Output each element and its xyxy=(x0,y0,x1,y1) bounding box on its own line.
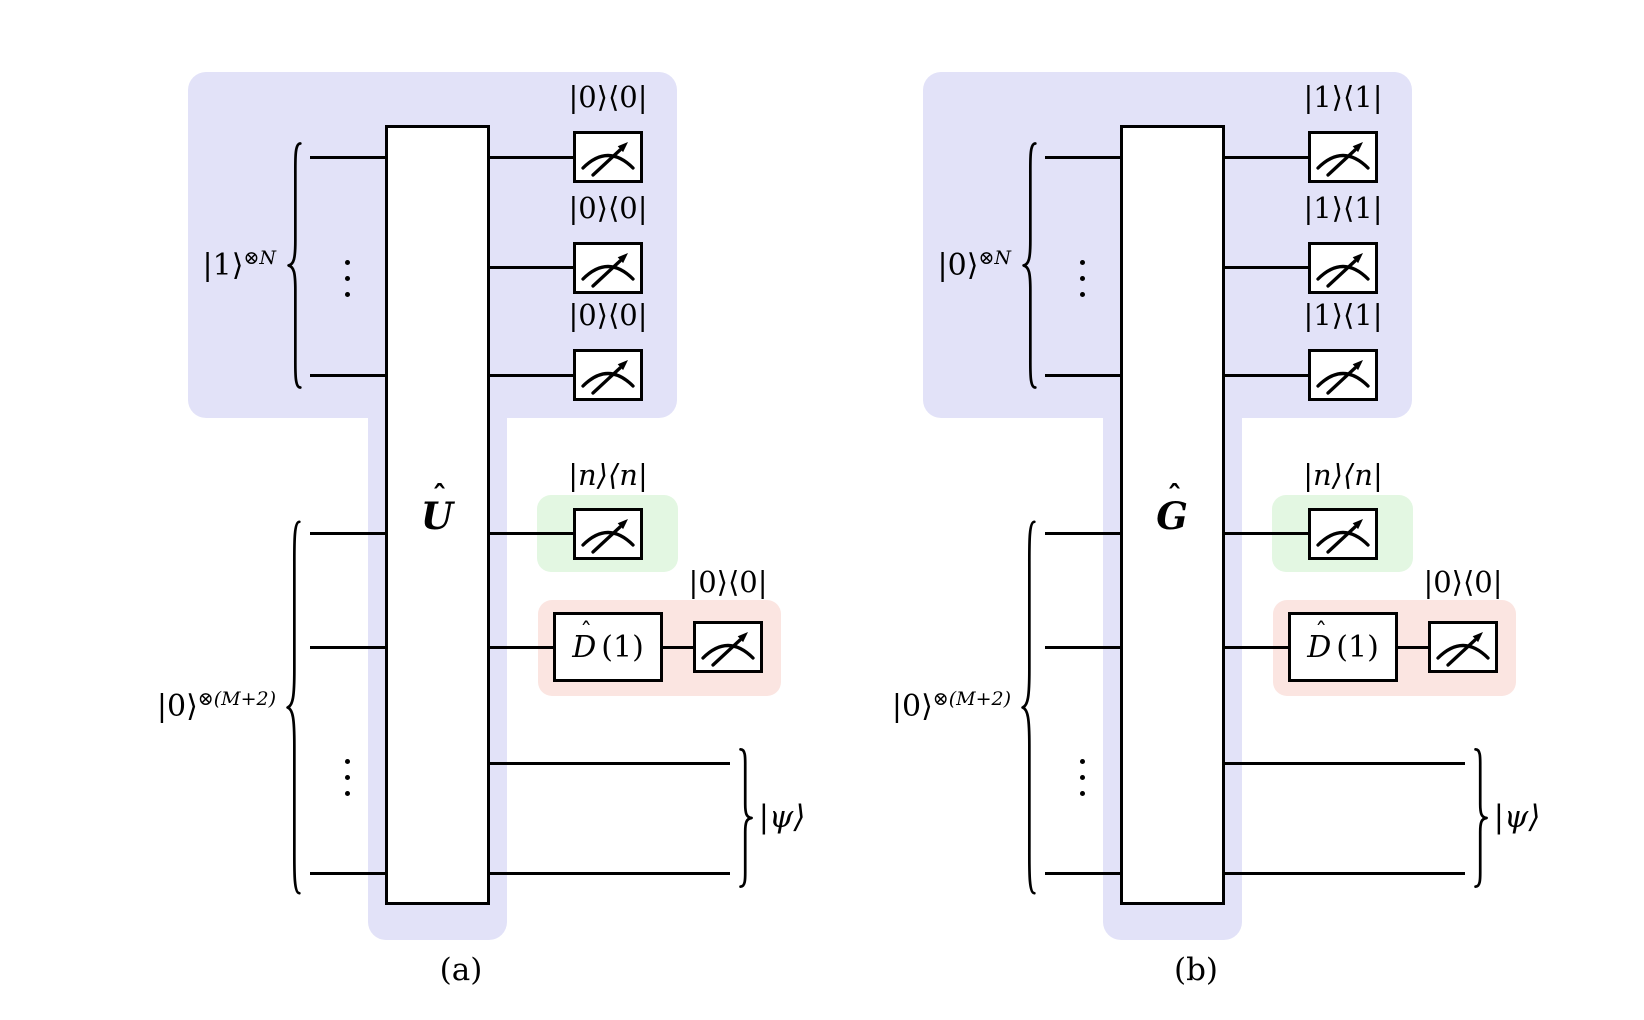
brace-output-state xyxy=(738,748,755,888)
number-projector-label: |n⟩⟨n| xyxy=(568,458,648,492)
vertical-ellipsis-dot xyxy=(345,775,350,780)
projector-label: |1⟩⟨1| xyxy=(1303,298,1383,332)
unitary-gate-box xyxy=(1120,125,1225,905)
wire-number-measurement xyxy=(1225,532,1308,535)
measurement-box xyxy=(573,131,643,183)
bottom-input-state-label: |0⟩⊗(M+2) xyxy=(891,688,1011,724)
wire-input-bottom-last xyxy=(1045,872,1120,875)
wire-input-top-1 xyxy=(1045,156,1120,159)
wire-output-psi-1 xyxy=(490,762,730,765)
wire-input-bottom-last xyxy=(310,872,385,875)
wire-displacement-out xyxy=(1398,646,1428,649)
number-measurement-box xyxy=(1308,508,1378,560)
brace-bottom-group xyxy=(1019,518,1037,897)
measurement-meter-icon xyxy=(581,519,635,554)
projector-label: |0⟩⟨0| xyxy=(568,80,648,114)
measurement-box xyxy=(1308,349,1378,401)
wire-input-bottom-2 xyxy=(1045,646,1120,649)
brace-bottom-group xyxy=(284,518,302,897)
projector-label: |0⟩⟨0| xyxy=(568,191,648,225)
number-measurement-box xyxy=(573,508,643,560)
wire-output-psi-1 xyxy=(1225,762,1465,765)
measurement-meter-icon xyxy=(581,253,635,288)
brace-top-group xyxy=(1020,141,1038,390)
output-state-label: |ψ⟩ xyxy=(1493,799,1541,835)
displacement-measurement-box xyxy=(693,621,763,673)
measurement-meter-icon xyxy=(1316,253,1370,288)
panel-caption: (b) xyxy=(1173,952,1219,988)
hat-accent: ˆ xyxy=(580,617,593,646)
vertical-ellipsis-dot xyxy=(1080,759,1085,764)
wire-displacement-in xyxy=(1225,646,1288,649)
vertical-ellipsis-dot xyxy=(1080,260,1085,265)
vertical-ellipsis-dot xyxy=(345,276,350,281)
brace-output-state xyxy=(1473,748,1490,888)
projector-label: |1⟩⟨1| xyxy=(1303,80,1383,114)
measurement-meter-icon xyxy=(1316,142,1370,177)
wire-output-top-3 xyxy=(1225,374,1308,377)
measurement-meter-icon xyxy=(581,142,635,177)
vertical-ellipsis-dot xyxy=(1080,791,1085,796)
wire-output-top-2 xyxy=(1225,266,1308,269)
measurement-meter-icon xyxy=(581,360,635,395)
brace-top-group xyxy=(285,141,303,390)
wire-number-measurement xyxy=(490,532,573,535)
displacement-measurement-box xyxy=(1428,621,1498,673)
measurement-box xyxy=(1308,242,1378,294)
output-state-label: |ψ⟩ xyxy=(758,799,806,835)
vertical-ellipsis-dot xyxy=(345,260,350,265)
top-input-state-label: |0⟩⊗N xyxy=(937,247,1011,283)
number-projector-label: |n⟩⟨n| xyxy=(1303,458,1383,492)
wire-input-bottom-2 xyxy=(310,646,385,649)
wire-displacement-out xyxy=(663,646,693,649)
hat-accent: ˆ xyxy=(1167,479,1182,515)
bottom-input-state-label: |0⟩⊗(M+2) xyxy=(156,688,276,724)
vertical-ellipsis-dot xyxy=(1080,276,1085,281)
vertical-ellipsis-dot xyxy=(1080,292,1085,297)
vertical-ellipsis-dot xyxy=(1080,775,1085,780)
vertical-ellipsis-dot xyxy=(345,292,350,297)
hat-accent: ˆ xyxy=(1315,617,1328,646)
wire-input-top-1 xyxy=(310,156,385,159)
vertical-ellipsis-dot xyxy=(345,791,350,796)
measurement-box xyxy=(1308,131,1378,183)
measurement-box xyxy=(573,242,643,294)
wire-input-bottom-1 xyxy=(1045,532,1120,535)
wire-output-psi-2 xyxy=(490,872,730,875)
wire-input-top-last xyxy=(310,374,385,377)
measurement-meter-icon xyxy=(1316,519,1370,554)
wire-input-top-last xyxy=(1045,374,1120,377)
projector-label: |0⟩⟨0| xyxy=(568,298,648,332)
top-input-state-label: |1⟩⊗N xyxy=(202,247,276,283)
wire-output-top-1 xyxy=(490,156,573,159)
wire-output-psi-2 xyxy=(1225,872,1465,875)
wire-input-bottom-1 xyxy=(310,532,385,535)
measurement-meter-icon xyxy=(701,632,755,667)
measurement-box xyxy=(573,349,643,401)
measurement-meter-icon xyxy=(1316,360,1370,395)
projector-label: |1⟩⟨1| xyxy=(1303,191,1383,225)
vertical-ellipsis-dot xyxy=(345,759,350,764)
hat-accent: ˆ xyxy=(432,479,447,515)
wire-displacement-in xyxy=(490,646,553,649)
wire-output-top-2 xyxy=(490,266,573,269)
measurement-meter-icon xyxy=(1436,632,1490,667)
wire-output-top-1 xyxy=(1225,156,1308,159)
projector-label: |0⟩⟨0| xyxy=(1423,565,1503,599)
wire-output-top-3 xyxy=(490,374,573,377)
projector-label: |0⟩⟨0| xyxy=(688,565,768,599)
unitary-gate-box xyxy=(385,125,490,905)
panel-caption: (a) xyxy=(439,952,483,988)
